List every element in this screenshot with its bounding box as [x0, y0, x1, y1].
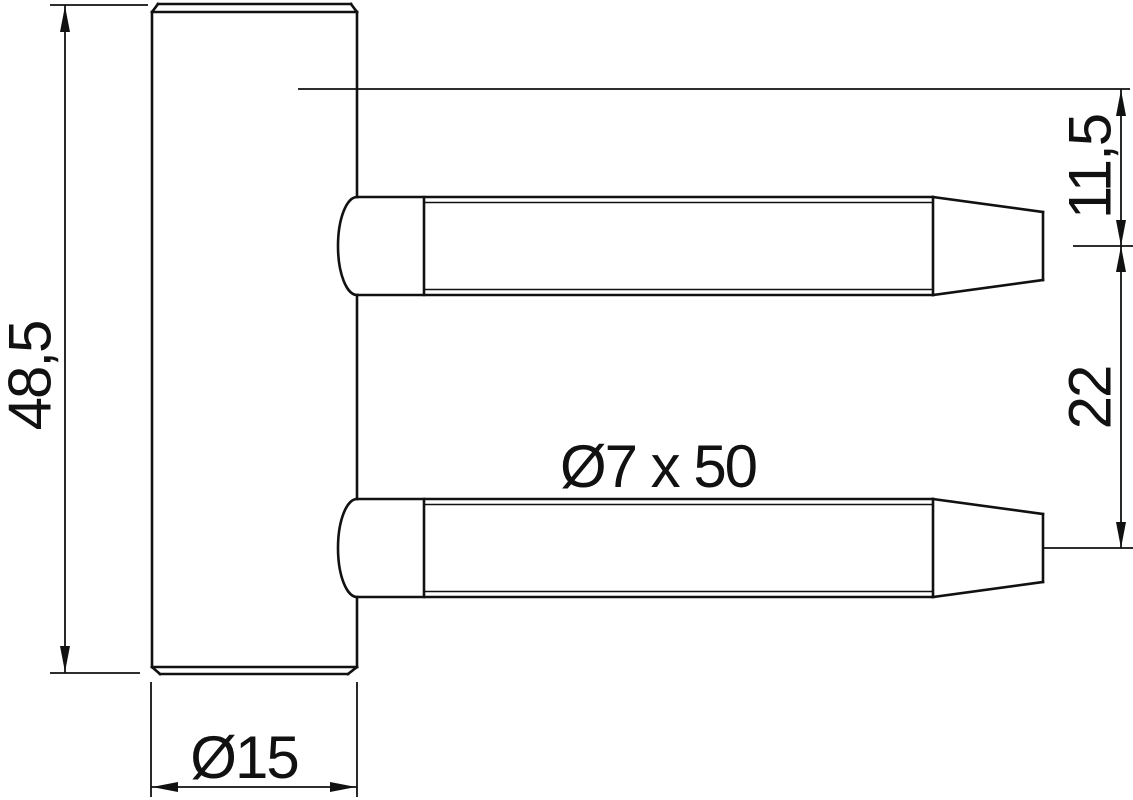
body-bottom-right-chamfer — [346, 665, 359, 676]
dimension-body-diameter: Ø15 — [150, 682, 358, 797]
pin-upper-round-cap — [336, 195, 359, 297]
spacing-arrow-up — [1116, 246, 1126, 272]
body-bottom-left-chamfer — [150, 665, 162, 676]
dimension-overall-height: 48,5 — [0, 4, 148, 674]
pin-lower-taper-top — [931, 497, 1045, 516]
pin-lower-round-cap — [336, 497, 359, 599]
diameter-arrow-left — [152, 782, 178, 792]
pin-lower-taper-bottom — [931, 580, 1045, 599]
height-arrow-down — [60, 646, 70, 672]
pin-upper-taper-top — [931, 195, 1045, 214]
body-top-left-chamfer — [150, 2, 160, 14]
spacing-arrow-down — [1116, 522, 1126, 548]
diameter-arrow-right — [330, 782, 356, 792]
height-arrow-up — [60, 6, 70, 32]
dimension-pin-positions: 11,5 22 — [298, 88, 1133, 549]
pin-spec-label: Ø7 x 50 — [560, 433, 757, 500]
offset-arrow-up — [1116, 90, 1126, 116]
hinge-body — [150, 2, 359, 676]
pin-upper-taper-bottom — [931, 278, 1045, 297]
pin-lower — [336, 497, 1045, 599]
top-offset-dimension-label: 11,5 — [1057, 115, 1124, 219]
body-top-right-chamfer — [349, 2, 359, 14]
pin-spacing-dimension-label: 22 — [1057, 367, 1124, 430]
offset-arrow-down — [1116, 220, 1126, 246]
diameter-dimension-label: Ø15 — [190, 724, 297, 791]
height-dimension-label: 48,5 — [0, 322, 64, 431]
pin-upper — [336, 195, 1045, 297]
